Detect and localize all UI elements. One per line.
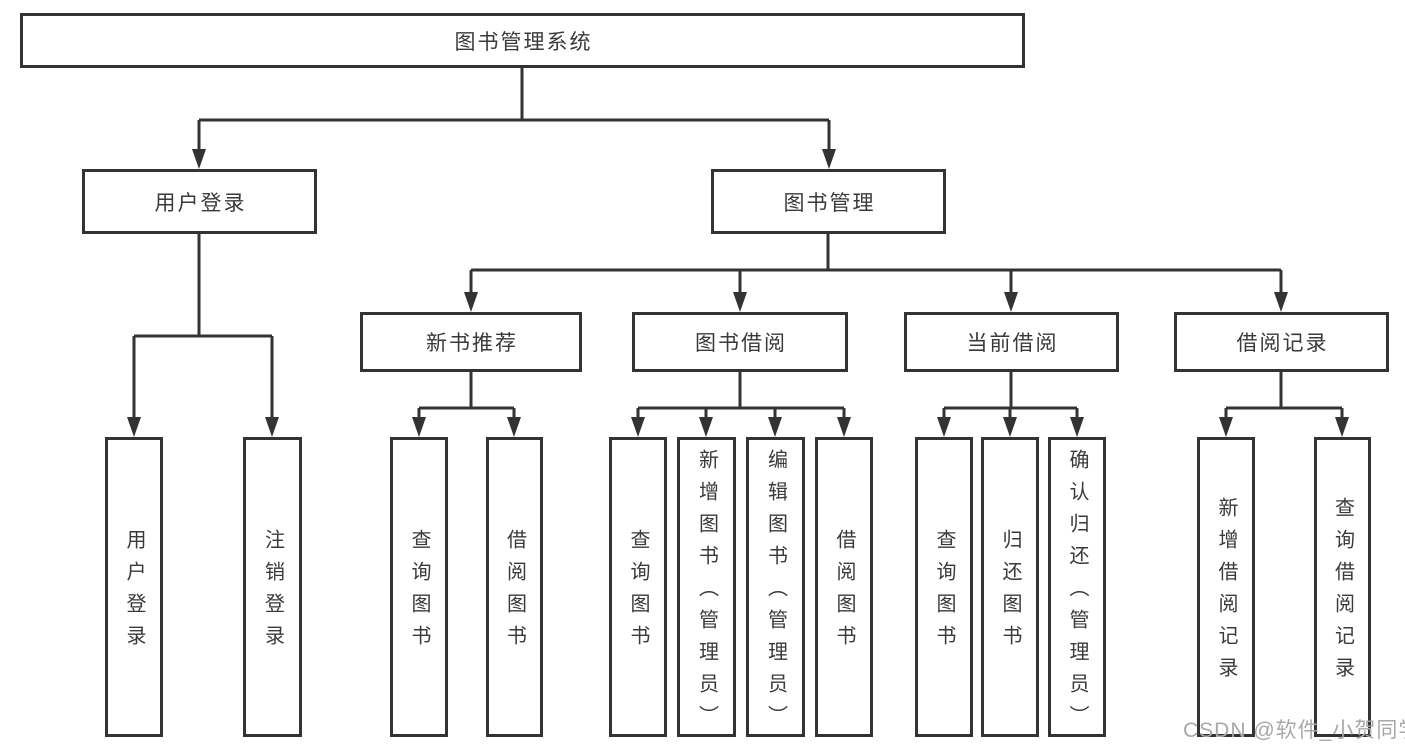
leaf-edit-books-admin: 编辑图书（管理员）	[746, 437, 805, 737]
leaf-query-books-borrow: 查询图书	[609, 437, 667, 737]
node-book-management-label: 图书管理	[783, 191, 876, 215]
leaf-add-borrow-record: 新增借阅记录	[1197, 437, 1255, 737]
leaf-query-borrow-record: 查询借阅记录	[1314, 437, 1371, 737]
leaf-logout: 注销登录	[243, 437, 302, 737]
leaf-add-books-admin: 新增图书（管理员）	[677, 437, 736, 737]
leaf-borrow-books-borrow: 借阅图书	[815, 437, 873, 737]
node-root: 图书管理系统	[20, 13, 1025, 68]
leaf-add-borrow-record-label: 新增借阅记录	[1215, 497, 1237, 689]
leaf-query-books-recommend: 查询图书	[390, 437, 448, 737]
leaf-user-login-label: 用户登录	[123, 529, 145, 657]
leaf-query-books-current: 查询图书	[915, 437, 973, 737]
node-current-borrow: 当前借阅	[904, 312, 1119, 372]
leaf-edit-books-admin-label: 编辑图书（管理员）	[764, 449, 787, 737]
leaf-return-books-label: 归还图书	[999, 529, 1021, 657]
leaf-borrow-books-recommend: 借阅图书	[486, 437, 543, 737]
leaf-borrow-books-recommend-label: 借阅图书	[503, 529, 526, 657]
node-book-borrow-label: 图书借阅	[695, 332, 787, 355]
leaf-borrow-books-borrow-label: 借阅图书	[833, 529, 855, 657]
leaf-query-borrow-record-label: 查询借阅记录	[1331, 497, 1354, 689]
leaf-query-books-recommend-label: 查询图书	[408, 529, 430, 657]
leaf-add-books-admin-label: 新增图书（管理员）	[695, 449, 718, 737]
leaf-query-books-borrow-label: 查询图书	[627, 529, 649, 657]
node-borrow-records-label: 借阅记录	[1236, 332, 1329, 355]
node-book-borrow: 图书借阅	[632, 312, 848, 372]
leaf-confirm-return-admin: 确认归还（管理员）	[1048, 437, 1106, 737]
node-user-login-label: 用户登录	[154, 191, 247, 215]
connector-arrowheads	[127, 149, 1349, 437]
leaf-confirm-return-admin-label: 确认归还（管理员）	[1066, 449, 1088, 737]
node-current-borrow-label: 当前借阅	[966, 332, 1059, 355]
node-root-label: 图书管理系统	[454, 30, 593, 54]
node-book-management: 图书管理	[711, 169, 946, 234]
leaf-return-books: 归还图书	[981, 437, 1039, 737]
csdn-watermark: CSDN @软件_小贺同学	[1183, 719, 1405, 742]
node-borrow-records: 借阅记录	[1174, 312, 1389, 372]
leaf-query-books-current-label: 查询图书	[933, 529, 955, 657]
leaf-user-login: 用户登录	[105, 437, 163, 737]
node-new-book-recommend-label: 新书推荐	[426, 332, 518, 355]
leaf-logout-label: 注销登录	[261, 529, 284, 657]
node-new-book-recommend: 新书推荐	[360, 312, 582, 372]
connector-strokes	[132, 68, 1344, 419]
node-user-login: 用户登录	[82, 169, 317, 234]
